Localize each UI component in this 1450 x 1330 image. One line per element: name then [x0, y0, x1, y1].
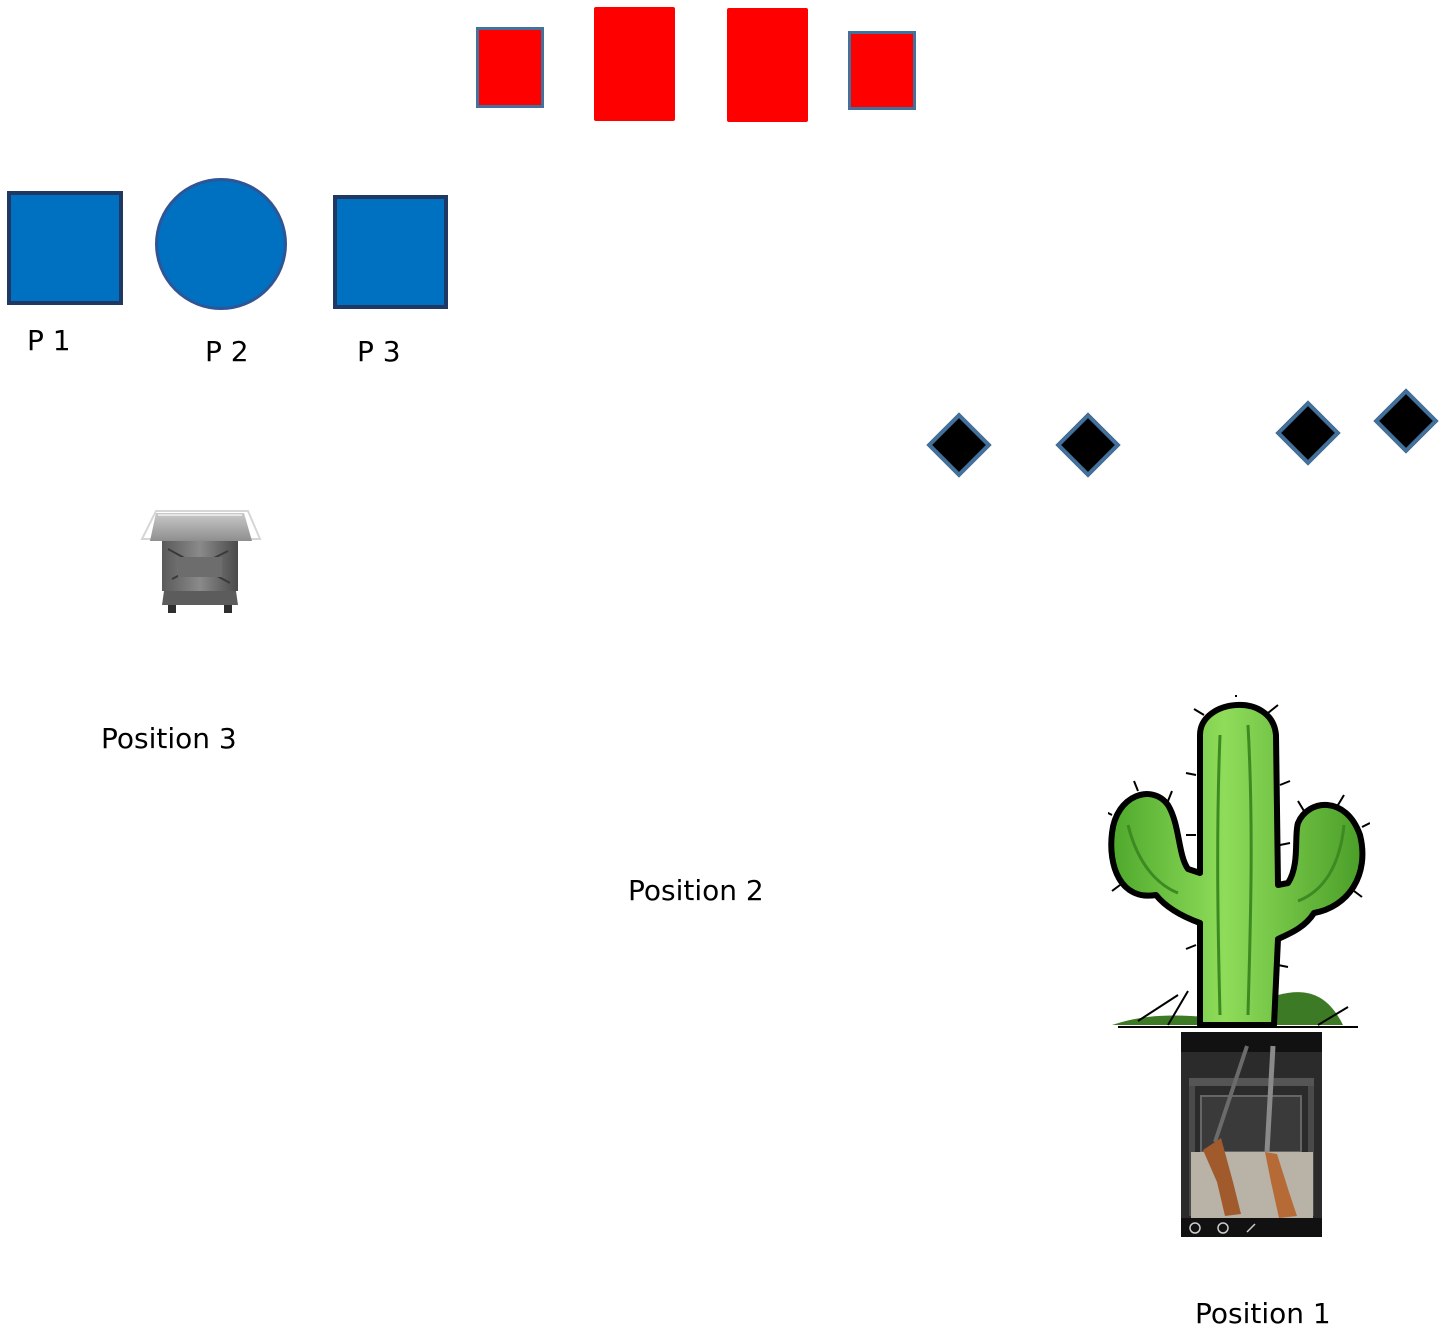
rifles-photo [1181, 1032, 1322, 1237]
diamond-target-2 [1055, 412, 1120, 477]
diamond-target-1 [926, 412, 991, 477]
blue-target-p2 [155, 178, 287, 310]
red-target-4 [848, 31, 916, 110]
blue-target-p3 [333, 195, 448, 309]
red-target-3 [727, 8, 808, 122]
table-icon [138, 505, 262, 617]
red-target-2 [594, 7, 675, 121]
cactus-icon [1108, 695, 1370, 1037]
label-position-1: Position 1 [1195, 1300, 1331, 1328]
diamond-target-3 [1275, 400, 1340, 465]
label-p3: P 3 [357, 338, 401, 366]
red-target-1 [476, 27, 544, 108]
label-position-3: Position 3 [101, 725, 237, 753]
blue-target-p1 [7, 191, 123, 305]
label-p2: P 2 [205, 338, 249, 366]
label-p1: P 1 [27, 327, 71, 355]
diamond-target-4 [1373, 388, 1438, 453]
label-position-2: Position 2 [628, 877, 764, 905]
